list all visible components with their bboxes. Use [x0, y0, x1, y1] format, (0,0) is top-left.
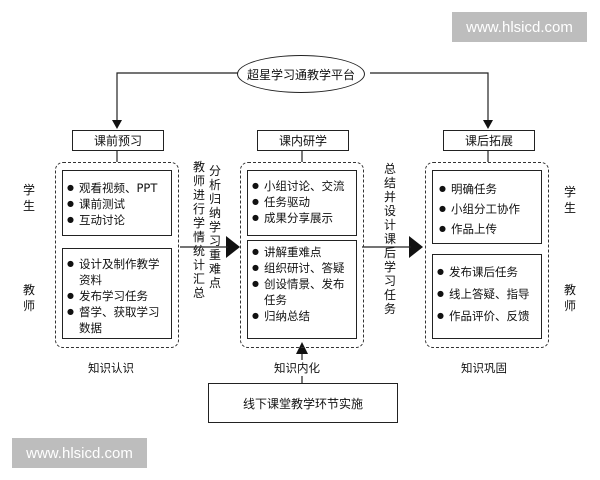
pre-caption: 知识认识 — [88, 361, 134, 375]
offline-box: 线下课堂教学环节实施 — [208, 383, 398, 423]
pre-student-item: 互动讨论 — [65, 212, 167, 228]
post-caption: 知识巩固 — [461, 361, 507, 375]
post-student-box: 明确任务 小组分工协作 作品上传 — [432, 170, 542, 244]
in-teacher-item: 创设情景、发布任务 — [250, 276, 352, 308]
pre-student-item: 课前测试 — [65, 196, 167, 212]
transition-2-text: 总结并设计课后学习任务 — [383, 162, 396, 316]
right-role-teacher: 教师 — [563, 283, 576, 313]
arrow-right-1 — [226, 236, 240, 258]
stage-post-title: 课后拓展 — [443, 130, 535, 151]
stage-pre-title: 课前预习 — [72, 130, 164, 151]
post-student-item: 小组分工协作 — [437, 199, 537, 219]
pre-teacher-item: 督学、获取学习数据 — [65, 304, 167, 336]
platform-to-post-line — [370, 72, 489, 120]
platform-to-pre-line — [116, 72, 245, 120]
in-student-item: 小组讨论、交流 — [250, 178, 352, 194]
in-teacher-item: 归纳总结 — [250, 308, 352, 324]
pre-teacher-item: 设计及制作教学资料 — [65, 256, 167, 288]
post-teacher-item: 作品评价、反馈 — [435, 305, 537, 327]
post-teacher-item: 线上答疑、指导 — [435, 283, 537, 305]
left-role-student: 学生 — [22, 183, 35, 213]
in-student-box: 小组讨论、交流 任务驱动 成果分享展示 — [247, 170, 357, 236]
in-teacher-item: 组织研讨、答疑 — [250, 260, 352, 276]
platform-node: 超星学习通教学平台 — [237, 55, 365, 93]
arrow-down-pre — [112, 120, 122, 129]
watermark-top: www.hlsicd.com — [452, 12, 587, 42]
in-teacher-item: 讲解重难点 — [250, 244, 352, 260]
post-student-item: 明确任务 — [437, 179, 537, 199]
stage-in-title: 课内研学 — [257, 130, 349, 151]
pre-teacher-box: 设计及制作教学资料 发布学习任务 督学、获取学习数据 — [62, 248, 172, 339]
pre-teacher-item: 发布学习任务 — [65, 288, 167, 304]
left-role-teacher: 教师 — [22, 283, 35, 313]
in-caption: 知识内化 — [274, 360, 320, 376]
transition-1-col-a: 教师进行学情统计汇总 — [192, 160, 205, 300]
offline-label: 线下课堂教学环节实施 — [242, 396, 363, 411]
pre-student-item: 观看视频、PPT — [65, 180, 167, 196]
arrow-right-2 — [409, 236, 423, 258]
right-role-student: 学生 — [563, 185, 576, 215]
arrow-down-post — [483, 120, 493, 129]
post-student-item: 作品上传 — [437, 219, 537, 239]
arrow-up-offline — [296, 342, 308, 354]
watermark-bottom: www.hlsicd.com — [12, 438, 147, 468]
pre-student-box: 观看视频、PPT 课前测试 互动讨论 — [62, 170, 172, 236]
stage-in-container — [240, 162, 364, 348]
stage-pre-container — [55, 162, 179, 348]
in-student-item: 任务驱动 — [250, 194, 352, 210]
transition-1-col-b: 分析归纳学习重难点 — [208, 164, 221, 290]
platform-label: 超星学习通教学平台 — [246, 67, 355, 82]
in-teacher-box: 讲解重难点 组织研讨、答疑 创设情景、发布任务 归纳总结 — [247, 240, 357, 339]
stage-post-container — [425, 162, 549, 348]
post-teacher-box: 发布课后任务 线上答疑、指导 作品评价、反馈 — [432, 254, 542, 339]
post-teacher-item: 发布课后任务 — [435, 261, 537, 283]
in-student-item: 成果分享展示 — [250, 210, 352, 226]
